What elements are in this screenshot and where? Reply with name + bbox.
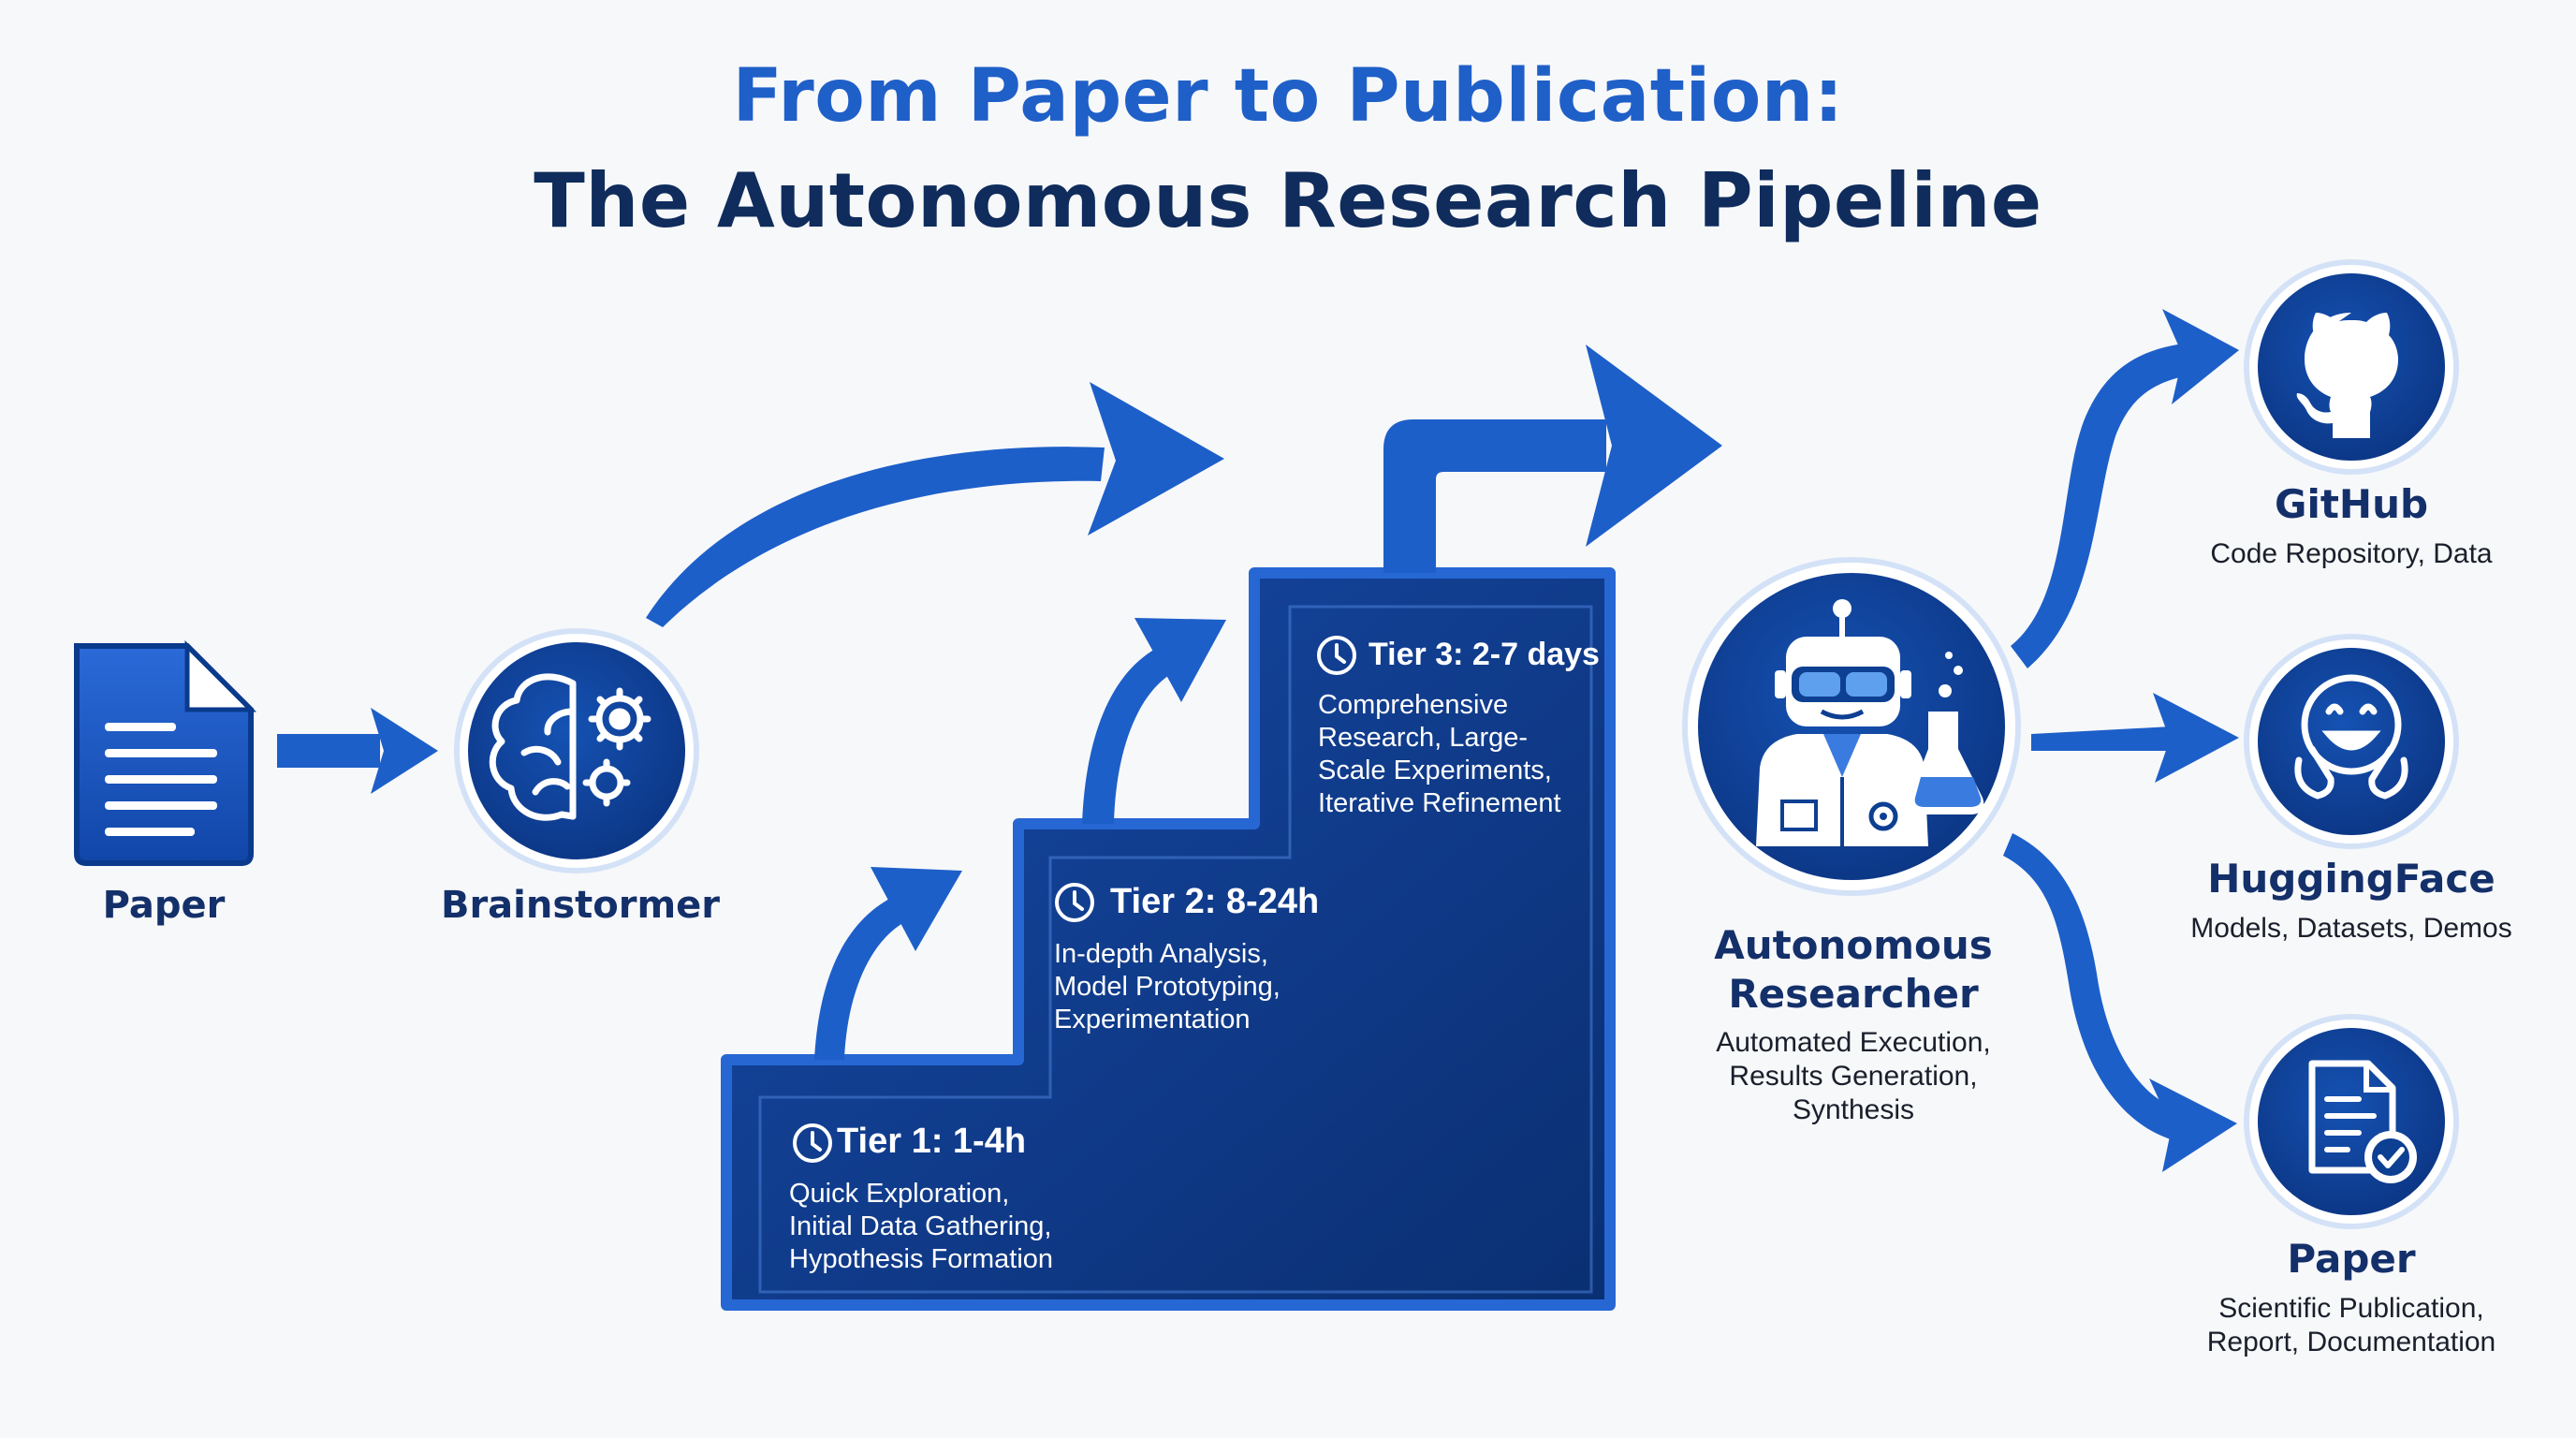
tier-2-title-text: Tier 2: 8-24h: [1110, 882, 1320, 921]
paper-output-label: Paper: [2287, 1236, 2416, 1282]
paper-input-label: Paper: [102, 884, 226, 927]
tier-1-title: Tier 1: 1-4h: [837, 1122, 1026, 1162]
paper-input-icon: [74, 639, 257, 866]
clock-icon: [793, 1123, 832, 1163]
robot-scientist-icon: [1756, 599, 1984, 846]
researcher-description: Automated Execution, Results Generation,…: [1647, 1026, 2059, 1127]
huggingface-emoji-icon: [2294, 674, 2408, 800]
researcher-label-line-2: Researcher: [1728, 971, 1979, 1017]
tier-3-description: Comprehensive Research, Large- Scale Exp…: [1318, 690, 1561, 818]
clock-icon: [1317, 636, 1356, 675]
title-line-2: The Autonomous Research Pipeline: [534, 157, 2042, 244]
github-description: Code Repository, Data: [2210, 538, 2493, 569]
github-node: [2244, 259, 2459, 475]
tier-3-title-text: Tier 3: 2-7 days: [1368, 637, 1600, 672]
researcher-desc-line-1: Automated Execution,: [1716, 1027, 1991, 1058]
arrow-tier3-to-researcher: [1383, 345, 1722, 573]
tier-2-description: In-depth Analysis, Model Prototyping, Ex…: [1054, 939, 1281, 1034]
researcher-label: Autonomous Researcher: [1666, 921, 2041, 1019]
arrow-tier2-to-tier3: [1082, 618, 1226, 824]
arrow-researcher-to-paper: [2003, 833, 2237, 1172]
huggingface-node: [2244, 634, 2459, 849]
researcher-desc-line-2: Results Generation,: [1729, 1061, 1978, 1092]
paper-output-node: [2244, 1014, 2459, 1229]
huggingface-label: HuggingFace: [2207, 856, 2496, 902]
github-label: GitHub: [2274, 481, 2429, 527]
researcher-desc-line-3: Synthesis: [1792, 1094, 1915, 1125]
brainstormer-node: [454, 628, 699, 873]
researcher-node: [1682, 557, 2021, 896]
paper-output-desc-line-2: Report, Documentation: [2206, 1327, 2496, 1357]
arrow-paper-to-brainstormer: [277, 708, 438, 794]
arrow-researcher-to-huggingface: [2031, 693, 2239, 783]
document-check-icon: [2308, 1060, 2417, 1183]
tier-1-description: Quick Exploration, Initial Data Gatherin…: [789, 1179, 1054, 1274]
arrow-brainstormer-to-tiers: [646, 382, 1224, 627]
researcher-label-line-1: Autonomous: [1714, 922, 1993, 968]
paper-output-desc-line-1: Scientific Publication,: [2218, 1293, 2484, 1324]
paper-output-description: Scientific Publication, Report, Document…: [2117, 1292, 2576, 1359]
tier-staircase: [721, 567, 1616, 1311]
github-octocat-icon: [2296, 313, 2398, 438]
brainstormer-label: Brainstormer: [440, 884, 721, 927]
tier-1-title-text: Tier 1: 1-4h: [837, 1122, 1027, 1161]
arrow-researcher-to-github: [2011, 309, 2239, 668]
tier-2-title: Tier 2: 8-24h: [1110, 882, 1319, 922]
brain-gear-icon: [489, 673, 651, 821]
title-line-1: From Paper to Publication:: [732, 54, 1844, 139]
tier-3-title: Tier 3: 2-7 days: [1368, 637, 1600, 673]
huggingface-description: Models, Datasets, Demos: [2190, 913, 2512, 944]
clock-icon: [1055, 883, 1094, 922]
arrow-tier1-to-tier2: [814, 867, 962, 1060]
